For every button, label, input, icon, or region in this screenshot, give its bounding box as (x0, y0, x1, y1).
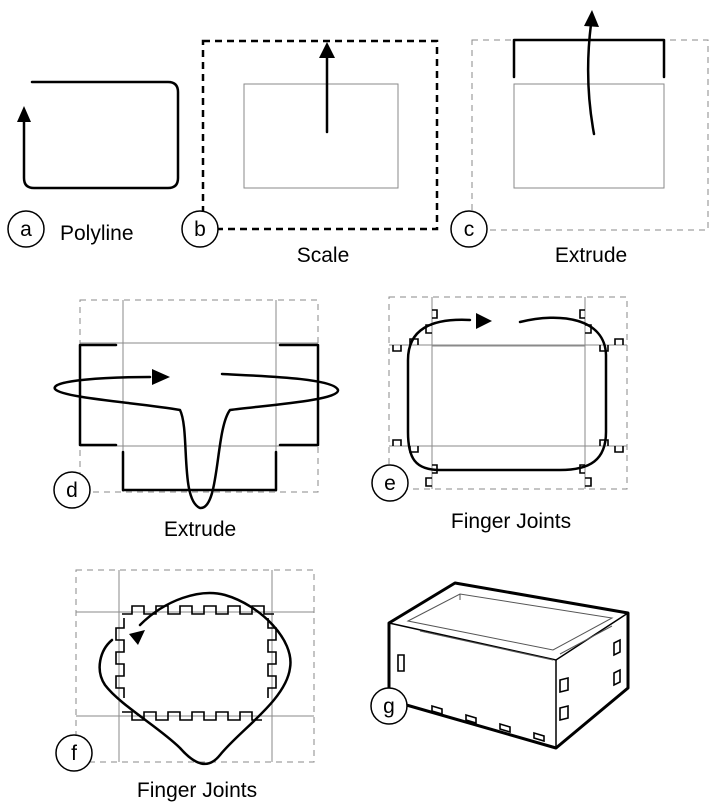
badge-c: c (464, 218, 475, 241)
scale-arrowhead (319, 42, 335, 58)
panel-e: e Finger Joints (371, 296, 628, 533)
badge-a-circle (7, 210, 45, 248)
polyline-arrow (17, 106, 31, 122)
panel-f: f Finger Joints (55, 569, 315, 802)
caption-scale: Scale (297, 244, 350, 267)
badge-d: d (66, 479, 78, 502)
f-joints-left (115, 618, 125, 698)
inner-rectangle (243, 83, 399, 189)
e-inner-rect (431, 345, 586, 447)
badge-b-circle (181, 210, 219, 248)
scaled-outline (201, 39, 439, 231)
polyline-path (22, 80, 180, 190)
badge-g-circle (370, 687, 408, 725)
extrude-arrowhead (584, 10, 599, 27)
e-loop-arrowhead (476, 313, 492, 329)
badge-e: e (384, 472, 396, 495)
f-joints-top (122, 605, 274, 615)
badge-b: b (194, 218, 206, 241)
d-sweep-arrowhead (152, 369, 170, 385)
caption-finger-joints-e: Finger Joints (451, 510, 571, 533)
panel-b: b Scale (181, 39, 439, 267)
extrude-arrow (586, 22, 596, 136)
badge-d-circle (53, 471, 91, 509)
extrude-outline (471, 39, 709, 231)
panel-d: d Extrude (53, 299, 340, 541)
caption-finger-joints-f: Finger Joints (137, 779, 257, 802)
badge-a: a (20, 218, 32, 241)
f-loop-arrowhead (129, 630, 145, 645)
caption-extrude-c: Extrude (555, 244, 627, 267)
d-sweep (53, 372, 340, 510)
d-outline (79, 299, 319, 493)
e-loop (406, 316, 608, 472)
badge-g: g (383, 695, 395, 718)
f-outline (75, 569, 315, 763)
badge-e-circle (371, 464, 409, 502)
d-wall-left (78, 343, 118, 447)
box-inner-wall (419, 594, 613, 661)
d-wall-right (278, 343, 320, 447)
badge-c-circle (450, 210, 488, 248)
d-wall-bottom (121, 450, 278, 492)
panel-c: c Extrude (450, 10, 709, 267)
box-inner-rim (406, 593, 614, 651)
caption-extrude-d: Extrude (164, 518, 236, 541)
caption-polyline: Polyline (60, 222, 134, 245)
f-joints-bottom (122, 711, 262, 721)
f-loop (98, 591, 292, 766)
box-body (387, 581, 630, 750)
panel-a: a Polyline (7, 80, 180, 248)
panel-g: g (370, 581, 630, 750)
e-outline (388, 296, 628, 490)
badge-f-circle (55, 734, 93, 772)
badge-f: f (71, 742, 77, 765)
